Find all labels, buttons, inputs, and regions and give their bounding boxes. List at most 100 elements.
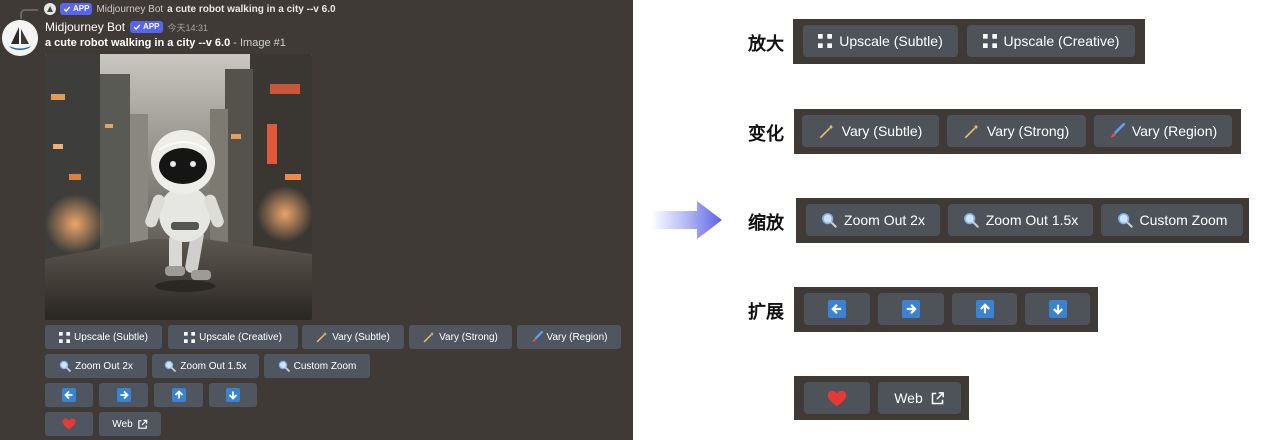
vary-region-label: Vary (Region) — [546, 331, 608, 343]
magnifier-icon — [1117, 213, 1133, 228]
upscale-creative-label-zoomed: Upscale (Creative) — [1003, 33, 1120, 49]
upscale-creative-label: Upscale (Creative) — [199, 331, 282, 343]
pointer-arrow-icon — [651, 201, 722, 239]
message-header: Midjourney Bot APP 今天14:31 — [45, 20, 208, 34]
vary-strong-label-zoomed: Vary (Strong) — [986, 123, 1070, 139]
group-label-upscale: 放大 — [748, 34, 784, 55]
vary-button-panel: Vary (Subtle) Vary (Strong) Vary (Region… — [794, 109, 1241, 154]
magic-wand-icon — [423, 332, 435, 343]
arrow-down-icon — [226, 388, 240, 402]
magnifier-icon — [822, 213, 837, 228]
arrow-up-icon — [171, 388, 186, 402]
pan-left-button[interactable] — [45, 383, 93, 407]
upscale-creative-button[interactable]: Upscale (Creative) — [168, 325, 298, 349]
image-number: - Image #1 — [230, 37, 286, 49]
arrow-left-icon — [62, 388, 76, 402]
arrow-right-icon — [902, 300, 920, 318]
pan-right-button-zoomed[interactable] — [878, 293, 944, 325]
magnifier-icon — [165, 360, 177, 372]
upscale-button-panel: Upscale (Subtle) Upscale (Creative) — [793, 19, 1145, 64]
magnifier-icon — [963, 213, 979, 228]
reply-reference[interactable]: APP Midjourney Bot a cute robot walking … — [44, 2, 336, 16]
arrow-down-icon — [1048, 300, 1067, 318]
magnifier-icon — [278, 360, 290, 372]
message-content: a cute robot walking in a city --v 6.0 -… — [45, 37, 286, 49]
reply-text[interactable]: a cute robot walking in a city --v 6.0 — [167, 3, 336, 15]
upscale-subtle-label: Upscale (Subtle) — [74, 331, 148, 343]
discord-message-panel: APP Midjourney Bot a cute robot walking … — [0, 0, 633, 440]
expand-corners-icon — [59, 331, 71, 343]
zoom-out-15x-label: Zoom Out 1.5x — [180, 360, 247, 372]
reply-app-badge-label: APP — [73, 4, 90, 13]
app-badge-label: APP — [143, 22, 160, 31]
vary-region-button-zoomed[interactable]: Vary (Region) — [1094, 115, 1232, 147]
vary-subtle-button-zoomed[interactable]: Vary (Subtle) — [802, 115, 939, 147]
zoom-button-panel: Zoom Out 2x Zoom Out 1.5x Custom Zoom — [796, 198, 1249, 243]
vary-subtle-label-zoomed: Vary (Subtle) — [841, 123, 923, 139]
pan-left-button-zoomed[interactable] — [804, 293, 870, 325]
zoom-out-2x-button-zoomed[interactable]: Zoom Out 2x — [806, 204, 940, 236]
custom-zoom-button-zoomed[interactable]: Custom Zoom — [1101, 204, 1243, 236]
vary-strong-button-zoomed[interactable]: Vary (Strong) — [947, 115, 1086, 147]
vary-subtle-label: Vary (Subtle) — [332, 331, 390, 343]
sailboat-logo-icon — [2, 20, 38, 56]
reply-avatar-icon — [44, 3, 56, 15]
zoom-out-2x-label-zoomed: Zoom Out 2x — [844, 212, 925, 228]
bot-avatar[interactable] — [2, 20, 38, 56]
message-timestamp: 今天14:31 — [167, 22, 209, 33]
heart-icon — [62, 418, 76, 430]
check-icon — [63, 6, 71, 13]
external-link-icon — [931, 391, 944, 404]
expand-corners-icon — [982, 34, 997, 48]
web-button[interactable]: Web — [99, 412, 161, 436]
author-name[interactable]: Midjourney Bot — [45, 20, 126, 34]
like-button-zoomed[interactable] — [804, 382, 870, 414]
reply-connector — [20, 9, 38, 19]
group-label-zoom: 缩放 — [748, 213, 784, 234]
reply-app-badge: APP — [60, 3, 93, 15]
heart-icon — [827, 390, 847, 406]
vary-strong-button[interactable]: Vary (Strong) — [409, 325, 512, 349]
custom-zoom-label: Custom Zoom — [293, 360, 357, 372]
zoom-out-15x-button-zoomed[interactable]: Zoom Out 1.5x — [948, 204, 1093, 236]
upscale-subtle-button[interactable]: Upscale (Subtle) — [45, 325, 162, 349]
arrow-left-icon — [828, 300, 846, 318]
reply-author[interactable]: Midjourney Bot — [96, 3, 164, 15]
pan-right-button[interactable] — [99, 383, 148, 407]
zoom-out-15x-button[interactable]: Zoom Out 1.5x — [152, 354, 259, 378]
pan-down-button-zoomed[interactable] — [1025, 293, 1090, 325]
pan-down-button[interactable] — [209, 383, 257, 407]
robot-city-image — [45, 54, 312, 320]
pan-button-panel — [794, 287, 1098, 332]
zoom-out-2x-button[interactable]: Zoom Out 2x — [45, 354, 147, 378]
group-label-pan: 扩展 — [748, 302, 784, 323]
vary-region-label-zoomed: Vary (Region) — [1131, 123, 1218, 139]
arrow-up-icon — [975, 300, 994, 318]
external-link-icon — [137, 419, 147, 429]
pan-up-button-zoomed[interactable] — [952, 293, 1017, 325]
message-prompt: a cute robot walking in a city --v 6.0 — [45, 37, 231, 49]
expand-corners-icon — [818, 34, 833, 48]
pan-up-button[interactable] — [154, 383, 203, 407]
group-label-vary: 变化 — [748, 124, 784, 145]
magic-wand-icon — [316, 332, 328, 343]
vary-subtle-button[interactable]: Vary (Subtle) — [302, 325, 404, 349]
app-badge: APP — [130, 21, 163, 33]
magnifier-icon — [59, 360, 71, 372]
like-button[interactable] — [45, 412, 93, 436]
magic-wand-icon — [964, 124, 979, 139]
expand-corners-icon — [184, 331, 196, 343]
arrow-right-icon — [116, 388, 131, 402]
web-button-zoomed[interactable]: Web — [878, 382, 961, 414]
paintbrush-icon — [1110, 123, 1125, 138]
custom-zoom-button[interactable]: Custom Zoom — [264, 354, 370, 378]
upscale-creative-button-zoomed[interactable]: Upscale (Creative) — [967, 25, 1135, 57]
check-icon — [133, 24, 141, 31]
vary-region-button[interactable]: Vary (Region) — [517, 325, 621, 349]
magic-wand-icon — [819, 124, 834, 139]
upscale-subtle-button-zoomed[interactable]: Upscale (Subtle) — [803, 25, 958, 57]
generated-image[interactable] — [45, 54, 312, 320]
vary-strong-label: Vary (Strong) — [439, 331, 498, 343]
paintbrush-icon — [532, 331, 543, 342]
web-label-zoomed: Web — [894, 390, 923, 406]
